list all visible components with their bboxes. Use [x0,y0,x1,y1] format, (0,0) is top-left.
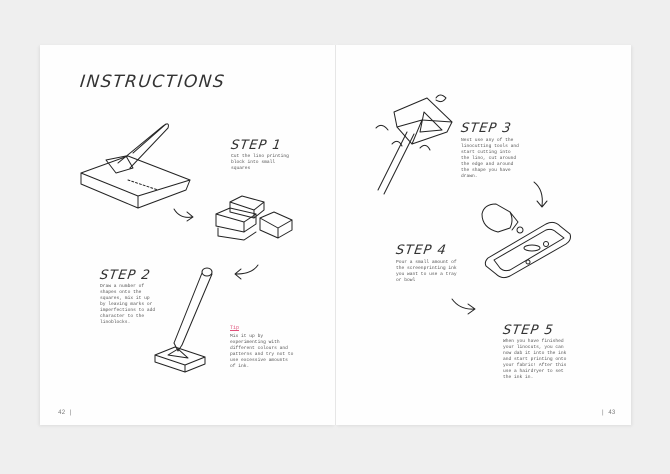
step-4-heading: STEP 4 [394,243,448,258]
step-1-text: Cut the lino printing block into small s… [231,154,289,171]
ink-tray-illustration [481,203,571,279]
book-gutter [335,45,336,425]
pencil-on-block-illustration [154,267,213,373]
stacked-squares-illustration [215,195,293,241]
arrow-icon [451,298,476,315]
page-number-left: 42 | [58,409,73,416]
step-2-heading: STEP 2 [98,268,152,283]
tip-text: Mix it up by experimenting with differen… [230,334,294,369]
step-4-text: Pour a small amount of the screenprintin… [396,260,457,283]
page-number-right: | 43 [601,409,616,416]
step-1-heading: STEP 1 [229,138,283,153]
right-page [336,45,631,425]
step-2-text: Draw a number of shapes onto the squares… [100,284,156,325]
step-5-heading: STEP 5 [501,323,555,338]
lino-block-cutter-illustration [80,123,191,209]
arrow-icon [173,208,194,222]
arrow-icon [234,264,259,280]
lino-carving-tool-illustration [375,94,453,195]
step-3-text: Next use any of the linocutting tools an… [461,138,519,179]
arrow-icon [533,181,548,208]
step-5-text: When you have finished your linocuts, yo… [503,339,567,380]
tip-heading: Tip [230,325,240,331]
page-title: INSTRUCTIONS [78,72,227,92]
step-3-heading: STEP 3 [459,121,513,136]
left-page [40,45,335,425]
